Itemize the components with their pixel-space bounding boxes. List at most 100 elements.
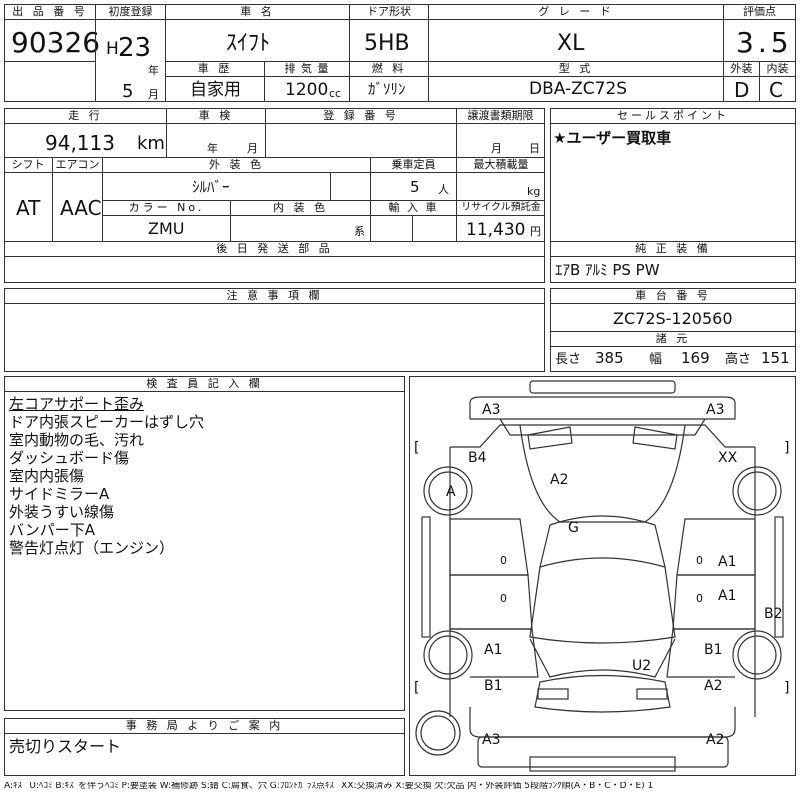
year-unit: 年 [148,64,159,77]
zero-left-rear-door: 0 [500,592,507,605]
transfer-month-unit: 月 [491,142,502,155]
length: 385 [595,349,624,367]
note-item: 室内内張傷 [9,467,85,485]
mark-front-left-corner: A3 [482,402,501,418]
height: 151 [761,349,790,367]
note-item: ドア内張スピーカーはずし穴 [9,413,205,431]
genuine-equipment-label: 純 正 装 備 [551,242,795,257]
mark-front-left-wheel: A [446,484,456,500]
recycle-fee-unit: 円 [530,225,541,238]
inspection-month-unit: 月 [247,142,258,155]
recycle-fee-label: リサイクル預託金 [461,202,541,213]
displacement-unit: cc [329,87,342,100]
month-unit: 月 [148,88,159,101]
office-notice: 売切りスタート [9,737,122,756]
inspection-label: 車 検 [167,109,265,124]
interior-grade-label: 内装 [760,62,795,77]
lot-number-label: 出 品 番 号 [5,5,95,20]
mark-rear-left-corner: A3 [482,732,501,748]
interior-grade-cell: 内装 C [759,61,796,102]
mark-front-left-fender: B4 [468,450,487,466]
mark-right-front-door: A1 [718,554,737,570]
interior-color-unit: 系 [354,225,365,238]
shift: AT [16,196,41,220]
fuel-label: 燃 料 [350,62,428,77]
note-item: 外装うすい線傷 [9,503,115,521]
note-item: バンパー下A [9,521,96,539]
chassis-label: 車 台 番 号 [551,289,795,304]
mark-right-rear-quarter: A2 [704,678,723,694]
fuel: ｶﾞｿﾘﾝ [368,80,406,98]
seats: 5 [410,178,420,196]
length-label: 長さ [555,352,582,367]
aircon: AAC [60,196,102,220]
mileage-cell: 走 行 94,113 km [4,108,167,158]
seats-unit: 人 [438,183,449,196]
selling-point: ★ユーザー買取車 [553,129,672,147]
note-item: 左コアサポート歪み [9,395,145,413]
wheels [415,466,782,756]
model-code: DBA-ZC72S [529,79,628,99]
door-type: 5HB [364,31,410,56]
inspector-notes-label: 検 査 員 記 入 欄 [5,377,404,392]
aircon-label: エアコン [55,158,100,171]
exterior-grade: D [734,78,750,102]
height-label: 高さ [725,352,752,367]
mark-windshield: G [568,520,579,536]
car-name-cell: 車 名 ｽｲﾌﾄ [165,4,350,62]
mark-right-rear-fender: B1 [704,642,723,658]
damage-diagram: A3 A3 [ ] B4 XX A A2 G 0 0 A1 0 0 A1 B2 … [409,376,796,776]
bracket-right-rear: ] [784,680,790,696]
color-number-label: カラー No. [128,201,205,214]
legend: A:ｷｽﾞ U:ﾍｺﾐ B:ｷｽﾞを伴うﾍｺﾐ P:要塗装 W:補修跡 S:錆 … [4,782,654,791]
mark-left-rear-quarter: B1 [484,678,503,694]
import-label: 輸 入 車 [388,201,439,214]
transfer-day-unit: 日 [529,142,540,155]
car-outline-svg [415,380,784,772]
genuine-equipment: ｴｱB ｱﾙﾐ PS PW [555,261,660,279]
exterior-grade-cell: 外装 D [723,61,760,102]
lot-number-lower [4,61,96,102]
registration-month: 5 [122,81,134,102]
mileage: 94,113 [45,131,115,155]
note-item: サイドミラーA [9,485,110,503]
color-number: ZMU [148,219,185,238]
score-label: 評価点 [724,5,795,20]
genuine-equipment-cell: 純 正 装 備 ｴｱB ｱﾙﾐ PS PW [550,241,796,283]
exterior-color: ｼﾙﾊﾞｰ [192,178,230,196]
recycle-fee: 11,430 [466,220,526,240]
shift-label: シフト [11,158,45,171]
mileage-unit: km [137,133,165,154]
zero-right-rear-door: 0 [696,592,703,605]
score-cell: 評価点 3.5 [723,4,796,62]
lot-number: 90326 [11,26,101,59]
era: H [106,39,119,59]
lot-number-cell: 出 品 番 号 90326 [4,4,100,62]
zero-left-front-door: 0 [500,554,507,567]
width-label: 幅 [649,352,663,367]
inspection-year-unit: 年 [207,142,218,155]
grade-cell: グ レ ー ド XL [428,4,724,62]
inspector-notes-list: 左コアサポート歪み ドア内張スピーカーはずし穴 室内動物の毛、汚れ ダッシュボー… [9,395,204,557]
mark-tailgate: U2 [632,658,652,674]
caution-cell: 注 意 事 項 欄 [4,288,545,372]
exterior-grade-label: 外装 [724,62,759,77]
inspection-cell: 車 検 年 月 [166,108,266,158]
width: 169 [681,349,710,367]
later-parts-label: 後 日 発 送 部 品 [5,242,544,257]
fuel-cell: 燃 料 ｶﾞｿﾘﾝ [349,61,429,102]
inspector-notes-cell: 検 査 員 記 入 欄 左コアサポート歪み ドア内張スピーカーはずし穴 室内動物… [4,376,405,711]
mark-hood: A2 [550,472,569,488]
max-load-label: 最大積載量 [473,158,529,171]
mark-rear-right-corner: A2 [706,732,725,748]
registration-year: 23 [118,33,152,63]
note-item: 室内動物の毛、汚れ [9,431,145,449]
caution-label: 注 意 事 項 欄 [5,289,544,304]
displacement-label: 排 気 量 [265,62,349,77]
transfer-deadline-cell: 譲渡書類期限 月 日 [456,108,545,158]
door-type-label: ドア形状 [350,5,428,20]
office-notice-cell: 事 務 局 よ り ご 案 内 売切りスタート [4,718,405,776]
first-registration-cell: 初度登録 H 23 年 5 月 [95,4,166,102]
zero-right-front-door: 0 [696,554,703,567]
interior-grade: C [769,78,783,102]
